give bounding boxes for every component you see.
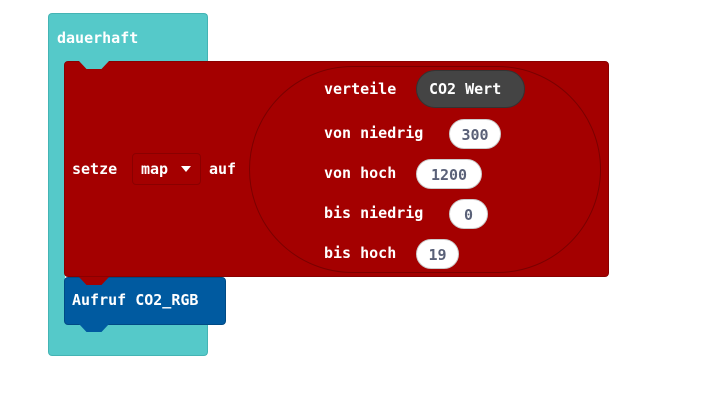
to-low-label: bis niedrig [324,204,424,222]
to-label: auf [209,160,237,178]
variable-name: map [141,160,169,178]
call-label: Aufruf CO2_RGB [72,291,199,309]
to-low-input[interactable]: 0 [449,199,488,229]
chevron-down-icon [181,166,191,172]
set-label: setze [72,160,118,178]
map-label: verteile [324,80,397,98]
to-high-input[interactable]: 19 [416,239,459,269]
call-function-block[interactable]: Aufruf CO2_RGB [64,277,226,332]
variable-dropdown[interactable]: map [132,153,201,185]
block-notch [79,277,109,285]
to-high-label: bis hoch [324,244,397,262]
map-block[interactable] [249,66,601,273]
from-low-input[interactable]: 300 [449,119,501,149]
block-notch [79,61,109,69]
forever-label: dauerhaft [57,29,139,47]
block-tab [79,324,109,332]
from-high-label: von hoch [324,164,397,182]
from-low-label: von niedrig [324,124,424,142]
forever-block-arm [48,60,65,330]
forever-block[interactable] [48,13,208,63]
variable-name: CO2 Wert [429,80,502,98]
from-high-input[interactable]: 1200 [416,159,482,189]
forever-block-bottom [48,324,208,356]
co2-value-variable[interactable]: CO2 Wert [416,70,525,108]
